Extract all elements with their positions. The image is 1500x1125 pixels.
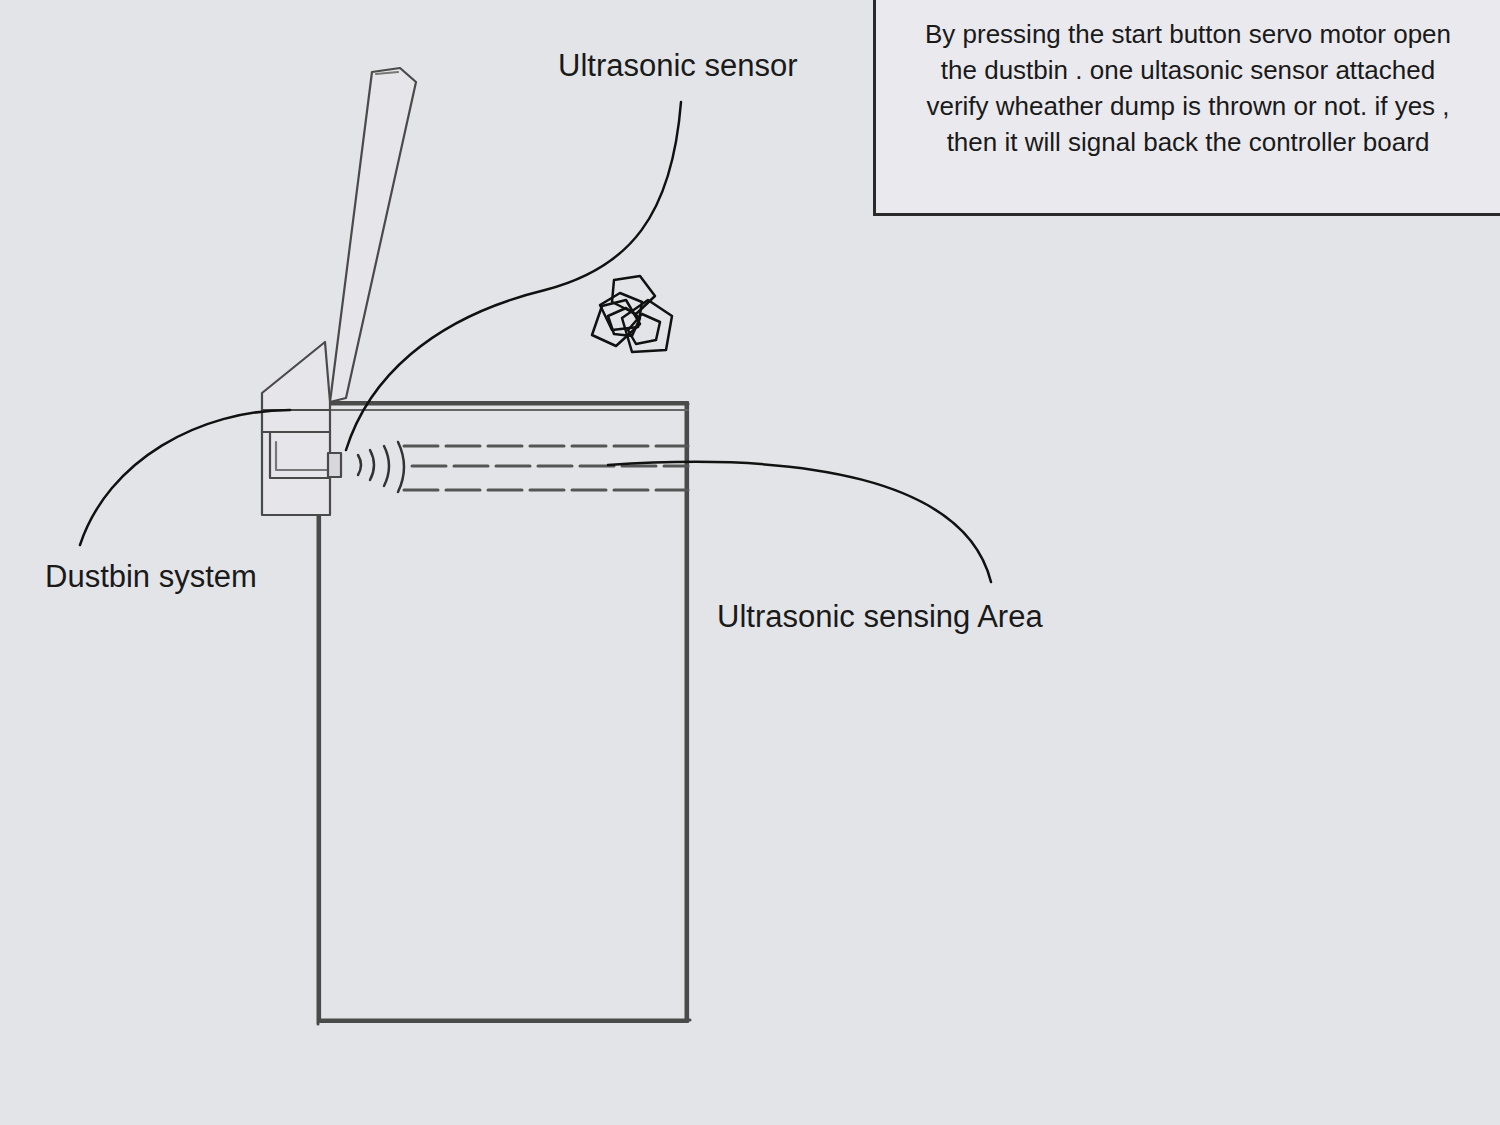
bin-lid (330, 68, 416, 402)
hinge-housing (262, 342, 330, 515)
leader-line (608, 462, 991, 582)
part-label: Ultrasonic sensor (558, 48, 797, 84)
crumpled-paper (592, 276, 672, 352)
part-label: Ultrasonic sensing Area (717, 599, 1043, 635)
bin-body (320, 402, 688, 1022)
ultrasonic-sensor (328, 453, 341, 477)
note-text: By pressing the start button servo motor… (910, 16, 1466, 160)
part-label: Dustbin system (45, 559, 257, 595)
note-box: By pressing the start button servo motor… (873, 0, 1500, 216)
leader-line (80, 410, 290, 545)
leader-line (346, 102, 681, 450)
